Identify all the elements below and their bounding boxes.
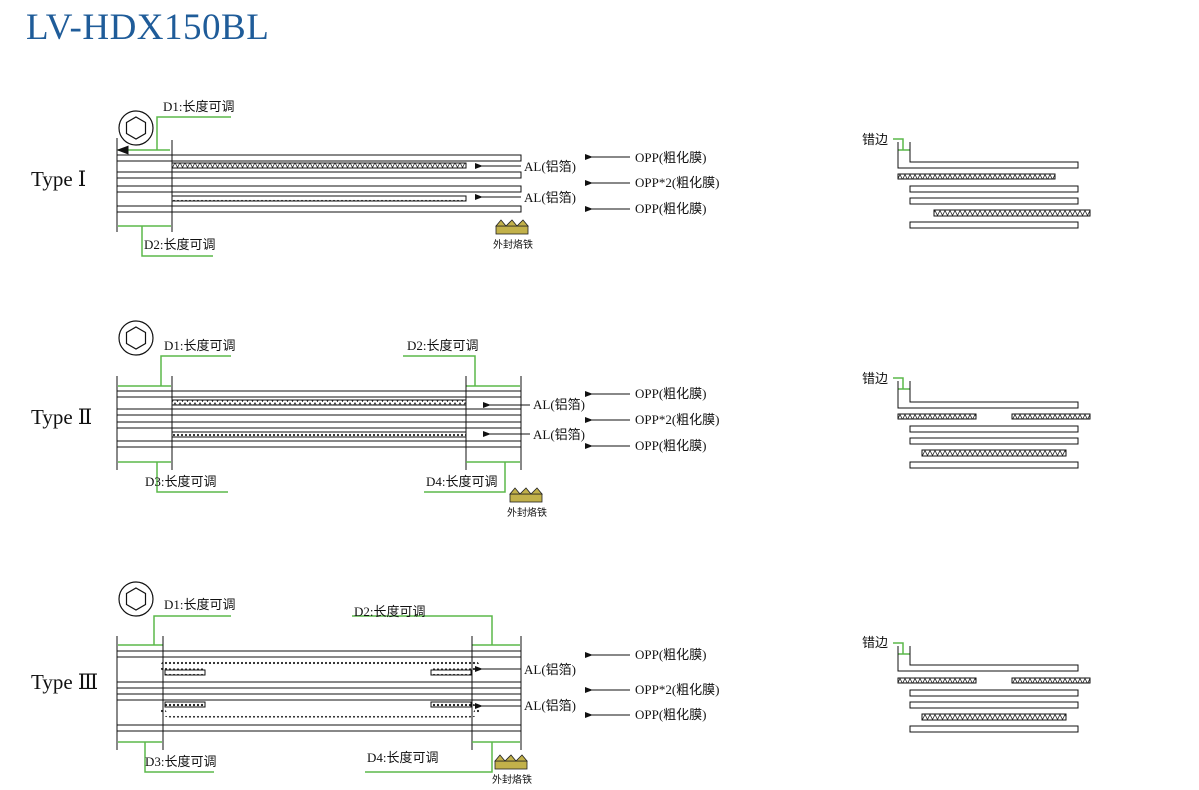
type-1-diagram: Type Ⅰ D1:长度可调 D2:长度可调 — [31, 99, 1091, 257]
seal-iron-label: 外封烙铁 — [492, 773, 532, 786]
type-3-diagram: Type Ⅲ D1:长度可调 D2:长度可调 — [31, 581, 1091, 786]
pointer-arrows — [483, 391, 630, 449]
dimension-d3-label: D3:长度可调 — [145, 474, 217, 489]
dimension-d2 — [118, 225, 213, 257]
type-2-label: Type Ⅱ — [31, 405, 92, 429]
opp-label: OPP(粗化膜) — [635, 386, 707, 401]
opp2-label: OPP*2(粗化膜) — [635, 682, 720, 697]
film-layers — [116, 138, 522, 232]
offset-detail — [893, 642, 1091, 733]
hex-nut-icon — [118, 320, 154, 356]
opp2-label: OPP*2(粗化膜) — [635, 412, 720, 427]
dimension-d1 — [116, 116, 231, 155]
dimension-d4 — [365, 741, 520, 773]
dimension-d1-label: D1:长度可调 — [163, 99, 235, 114]
seal-iron-icon — [494, 754, 528, 770]
dimension-d2-label: D2:长度可调 — [354, 604, 426, 619]
seal-iron-label: 外封烙铁 — [507, 506, 547, 519]
pointer-arrows — [475, 652, 630, 718]
film-layers — [116, 636, 522, 750]
type-2-diagram: Type Ⅱ D1:长度可调 D2:长度可调 — [31, 320, 1091, 519]
dimension-d1 — [118, 355, 231, 387]
dimension-d3 — [118, 461, 228, 493]
opp-label: OPP(粗化膜) — [635, 438, 707, 453]
al-label: AL(铝箔) — [524, 698, 576, 713]
hex-nut-icon — [118, 110, 154, 146]
dimension-d1-label: D1:长度可调 — [164, 597, 236, 612]
dimension-d4-label: D4:长度可调 — [367, 750, 439, 765]
offset-label: 错边 — [862, 371, 888, 386]
hex-nut-icon — [118, 581, 154, 617]
dimension-d4-label: D4:长度可调 — [426, 474, 498, 489]
offset-label: 错边 — [862, 132, 888, 147]
dimension-d3 — [118, 741, 214, 773]
seal-iron-label: 外封烙铁 — [493, 238, 533, 251]
opp2-label: OPP*2(粗化膜) — [635, 175, 720, 190]
offset-detail — [893, 377, 1091, 469]
type-3-label: Type Ⅲ — [31, 670, 98, 694]
opp-label: OPP(粗化膜) — [635, 150, 707, 165]
pointer-arrows — [475, 154, 630, 212]
al-label: AL(铝箔) — [524, 662, 576, 677]
al-label: AL(铝箔) — [524, 159, 576, 174]
dimension-d2 — [352, 615, 520, 646]
dimension-d2-label: D2:长度可调 — [407, 338, 479, 353]
dimension-d3-label: D3:长度可调 — [145, 754, 217, 769]
al-label: AL(铝箔) — [533, 397, 585, 412]
offset-detail — [893, 138, 1091, 229]
seal-iron-icon — [495, 219, 529, 235]
seal-iron-icon — [509, 487, 543, 503]
opp-label: OPP(粗化膜) — [635, 707, 707, 722]
opp-label: OPP(粗化膜) — [635, 201, 707, 216]
film-layers — [116, 376, 522, 470]
page-title: LV-HDX150BL — [26, 7, 270, 48]
dimension-d2-label: D2:长度可调 — [144, 237, 216, 252]
al-label: AL(铝箔) — [524, 190, 576, 205]
offset-label: 错边 — [862, 635, 888, 650]
dimension-d1 — [118, 615, 231, 646]
dimension-d2 — [403, 355, 520, 387]
al-label: AL(铝箔) — [533, 427, 585, 442]
type-1-label: Type Ⅰ — [31, 167, 86, 191]
dimension-d1-label: D1:长度可调 — [164, 338, 236, 353]
dimension-d4 — [424, 461, 520, 493]
opp-label: OPP(粗化膜) — [635, 647, 707, 662]
